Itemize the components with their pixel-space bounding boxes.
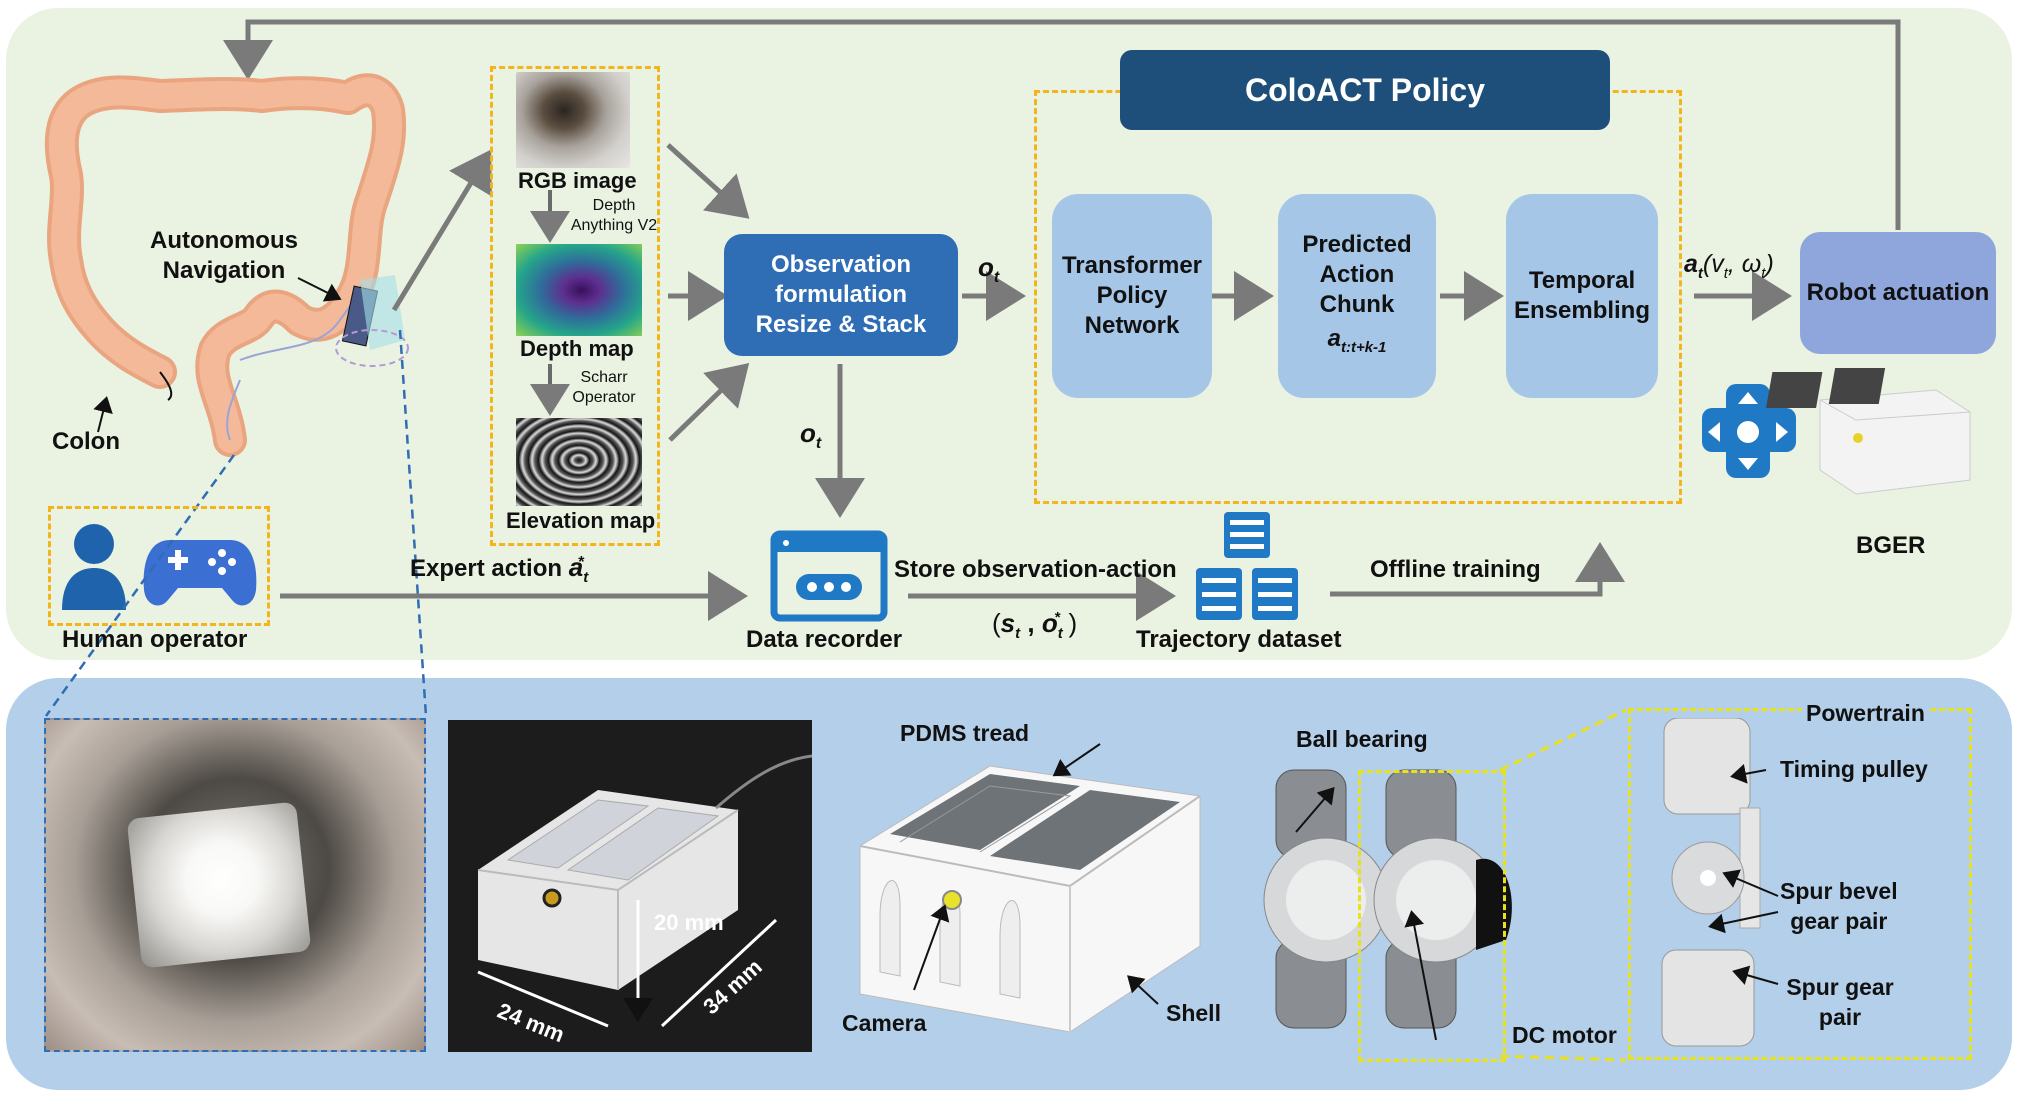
database-icon [1196, 512, 1298, 620]
powertrain-box [1628, 708, 1972, 1060]
robot-glow [126, 801, 312, 969]
elevation-map-image [516, 418, 642, 506]
pdms-tread-label: PDMS tread [900, 720, 1030, 746]
powertrain-label: Powertrain [1802, 700, 1929, 727]
store-label: Store observation-action [894, 556, 1177, 583]
spur-gear-label: Spur gear pair [1786, 974, 1894, 1030]
gear-assembly-image [1263, 769, 1512, 1041]
transformer-policy-network: Transformer Policy Network [1052, 194, 1212, 398]
powertrain-arrows [1708, 763, 1779, 985]
dc-motor-label: DC motor [1512, 1022, 1617, 1048]
colon-illustration [44, 73, 409, 457]
robot-prototype-photo: 20 mm 24 mm 34 mm [448, 720, 812, 1052]
image-column-box [490, 66, 660, 546]
policy-title: ColoACT Policy [1120, 50, 1610, 130]
data-recorder-label: Data recorder [746, 626, 903, 653]
offline-training-label: Offline training [1370, 556, 1541, 583]
obs-label-right: ot [978, 252, 1000, 287]
human-operator-label: Human operator [62, 626, 248, 653]
robot-prototype-graphic [477, 754, 812, 1028]
depth-map-label: Depth map [520, 336, 634, 361]
camera-label: Camera [842, 1010, 927, 1036]
action-label: at(vt, ωt) [1684, 250, 1774, 282]
spur-bevel-label: Spur bevel gear pair [1780, 878, 1898, 934]
motor-highlight-box [1358, 770, 1506, 1062]
powertrain-parts [1661, 718, 1761, 1047]
colon-label: Colon [52, 428, 120, 455]
colon-to-rgb-arrow [391, 149, 492, 312]
elevation-map-label: Elevation map [506, 508, 656, 533]
trajectory-dataset-label: Trajectory dataset [1136, 626, 1342, 653]
depth-map-image [516, 244, 642, 336]
predicted-action-chunk: Predicted Action Chunk at:t+k-1 [1278, 194, 1436, 398]
temporal-ensembling: Temporal Ensembling [1506, 194, 1658, 398]
shell-label: Shell [1166, 1000, 1221, 1026]
zoom-lines [1499, 708, 1627, 1062]
bger-cad-render [859, 743, 1201, 1033]
chunk-symbol: at:t+k-1 [1327, 324, 1387, 356]
rgb-image [516, 72, 630, 168]
expert-action-label: Expert action at* [410, 552, 589, 586]
scharr-label: Scharr Operator [572, 369, 636, 406]
bger-label: BGER [1856, 532, 1926, 559]
depth-anything-label: Depth Anything V2 [570, 197, 658, 234]
autonomous-navigation-label: Autonomous Navigation [150, 227, 298, 284]
feedback-loop-arrow [223, 19, 1901, 230]
ball-bearing-label: Ball bearing [1296, 726, 1428, 752]
predicted-action-label: Predicted Action Chunk [1302, 230, 1412, 318]
robot-actuation-block: Robot actuation [1800, 232, 1996, 354]
timing-pulley-label: Timing pulley [1780, 756, 1928, 782]
rgb-image-label: RGB image [518, 168, 637, 193]
human-operator-box [48, 506, 270, 626]
bger-robot-image [1766, 368, 1971, 495]
state-obs-pair: (st , ot*) [992, 608, 1078, 643]
endoscope-view-photo [44, 718, 426, 1052]
obs-label-down: ot [800, 418, 822, 453]
data-recorder-icon [770, 530, 888, 622]
dim-20mm: 20 mm [654, 910, 724, 935]
gamepad-icon [143, 540, 257, 606]
person-icon [62, 524, 126, 610]
observation-formulation-block: Observation formulation Resize & Stack [724, 234, 958, 356]
dpad-icon [1702, 384, 1796, 478]
